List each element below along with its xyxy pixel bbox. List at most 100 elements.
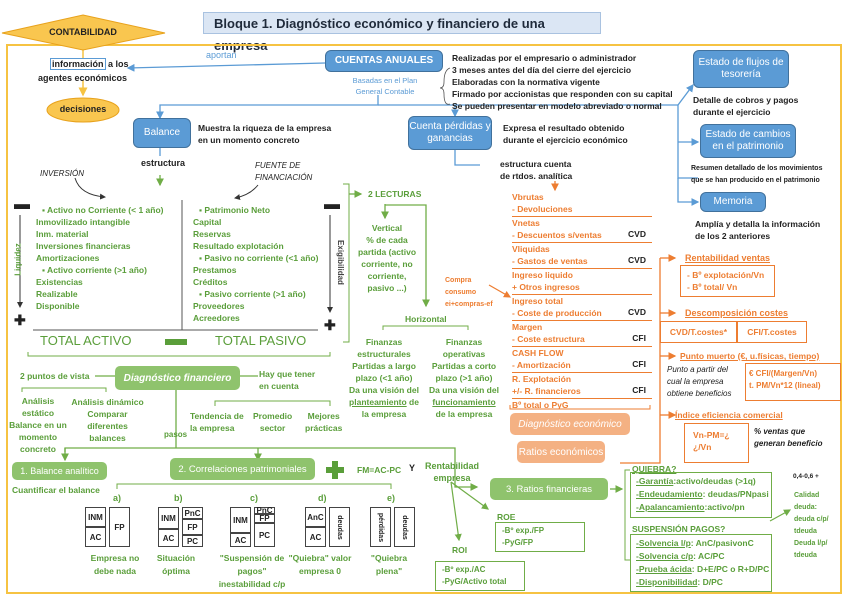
mini-balance-cell: AC [85,527,106,547]
diagnostico-economico-box[interactable]: Diagnóstico económico [510,413,630,435]
pyg-row-result: Bº total o PyG [512,400,569,410]
ratios-financieras-box[interactable]: 3. Ratios financieras [490,478,608,500]
indice-desc-line: generan beneficio [754,439,823,448]
mini-balance-cell: FP [182,519,203,535]
pyg-row: Ingreso liquido + Otros ingresos [512,270,652,295]
ratio-formula: : D/PC [697,577,723,587]
activo-list: ▪ Activo no Corriente (< 1 año)Inmoviliz… [36,204,163,312]
cuentas-anuales-box[interactable]: CUENTAS ANUALES [325,50,443,72]
rent-emp-line: empresa [433,473,471,483]
cuentas-note-line: Realizadas por el empresario o administr… [452,53,637,63]
pasos-label: pasos [164,430,188,439]
pasivo-item: Resultado explotación [193,241,284,251]
lecturas-label: 2 LECTURAS [368,189,422,199]
mini-balance-label: FP [259,514,270,524]
roi-label: ROI [452,545,468,555]
mini-balance-cell: AC [158,529,179,547]
pyg-row-result: Ingreso total [512,296,564,306]
ratio-item: -Solvencia c/p: AC/PC [636,550,766,563]
pyg-row-tag: CVD [628,254,646,265]
mini-balance-cell: INM [158,507,179,529]
pyg-row-result: Ingreso liquido [512,270,573,280]
mini-balance-cell: pérdidas [370,507,391,547]
roe-box: -Bº exp./FP-PyG/FP [495,522,585,552]
pyg-row-result: Vbrutas [512,192,544,202]
contabilidad-label: CONTABILIDAD [49,27,117,37]
correlaciones-box[interactable]: 2. Correlaciones patrimoniales [170,458,315,480]
vertical-line: pasivo ...) [367,283,407,293]
mini-balance-label: PnC [256,506,273,516]
indice-desc-line: % ventas que [754,427,806,436]
pyg-row: Bº total o PyG [512,400,652,412]
pyg-estructura-line: de rtdos. analítica [500,171,573,181]
pyg-row-operation: - Devoluciones [512,203,573,214]
estado-cambios-box[interactable]: Estado de cambios en el patrimonio [700,124,796,158]
ratio-name: -Prueba ácida [636,564,692,574]
fuente-line: FINANCIACIÓN [255,173,313,182]
fin-estr-u: planteamiento [349,397,407,407]
cuentas-sub-2: General Contable [355,87,415,96]
vertical-line: % de cada [366,235,408,245]
pyg-row-result: Vliquidas [512,244,550,254]
diagnostico-financiero-box[interactable]: Diagnóstico financiero [115,366,240,390]
mini-balance-label: INM [161,513,176,523]
activo-item: ▪ Activo corriente (>1 año) [42,265,147,275]
balance-analitico-box[interactable]: 1. Balance analítico [12,462,107,480]
memoria-box[interactable]: Memoria [700,192,766,212]
pyg-row-operation: - Descuentos s/ventas [512,229,602,240]
pyg-row-tag: CFI [632,384,646,395]
activo-item: Realizable [36,289,78,299]
memoria-desc-line: Amplía y detalla la información [695,219,821,229]
minus-icon-right: ▬ [324,196,340,213]
pyg-row-operation: - Coste de producción [512,307,602,318]
quiebra-box: -Garantía:activo/deudas (>1q)-Endeudamie… [630,472,772,518]
ratio-item: -Garantía:activo/deudas (>1q) [636,475,766,488]
estatico-line: momento [18,432,58,442]
activo-item: Inversiones financieras [36,241,131,251]
memoria-desc-line: de los 2 anteriores [695,231,771,241]
case-caption-line: óptima [162,566,190,576]
punto-muerto-title: Punto muerto (€, u.físicas, tiempo) [680,351,820,361]
informacion-word: información [50,58,106,70]
estado-flujos-box[interactable]: Estado de flujos de tesorería [693,50,789,88]
roi-item-line: -PyG/Activo total [442,577,507,586]
mini-balance-label: PnC [184,508,201,518]
tendencia-line: Tendencia de [190,411,244,421]
case-letter: b) [174,493,183,503]
roi-box: -Bº exp./AC -PyG/Activo total [435,561,525,591]
dinamico-line: diferentes [87,421,128,431]
fin-estr-line: Partidas a largo [352,361,416,371]
inversion-label: INVERSIÓN [40,169,85,178]
compra-line: consumo [445,289,477,296]
mejores-line: Mejores [307,411,340,421]
pyg-estructura-line: estructura cuenta [500,159,572,169]
mini-balance-label: INM [233,515,248,525]
balance-box[interactable]: Balance [133,118,191,148]
vertical-line: partida (activo [357,247,417,257]
punto-desc-line: obtiene beneficios [667,389,732,398]
pyg-box[interactable]: Cuenta pérdidas y ganancias [408,116,492,150]
mini-balance-cell: deudas [329,507,350,547]
roi-item-line: -Bº exp./AC [442,565,486,574]
promedio-line: Promedio [253,411,293,421]
ratio-formula: : D+E/PC o R+D/PC [691,564,770,574]
case-caption-line: plena" [375,566,403,576]
ratio-item: -Solvencia l/p: AnC/pasivonC [636,537,766,550]
ratios-economicos-box[interactable]: Ratios económicos [517,441,605,463]
case-letter: a) [113,493,122,503]
pyg-row-result: CASH FLOW [512,348,564,358]
